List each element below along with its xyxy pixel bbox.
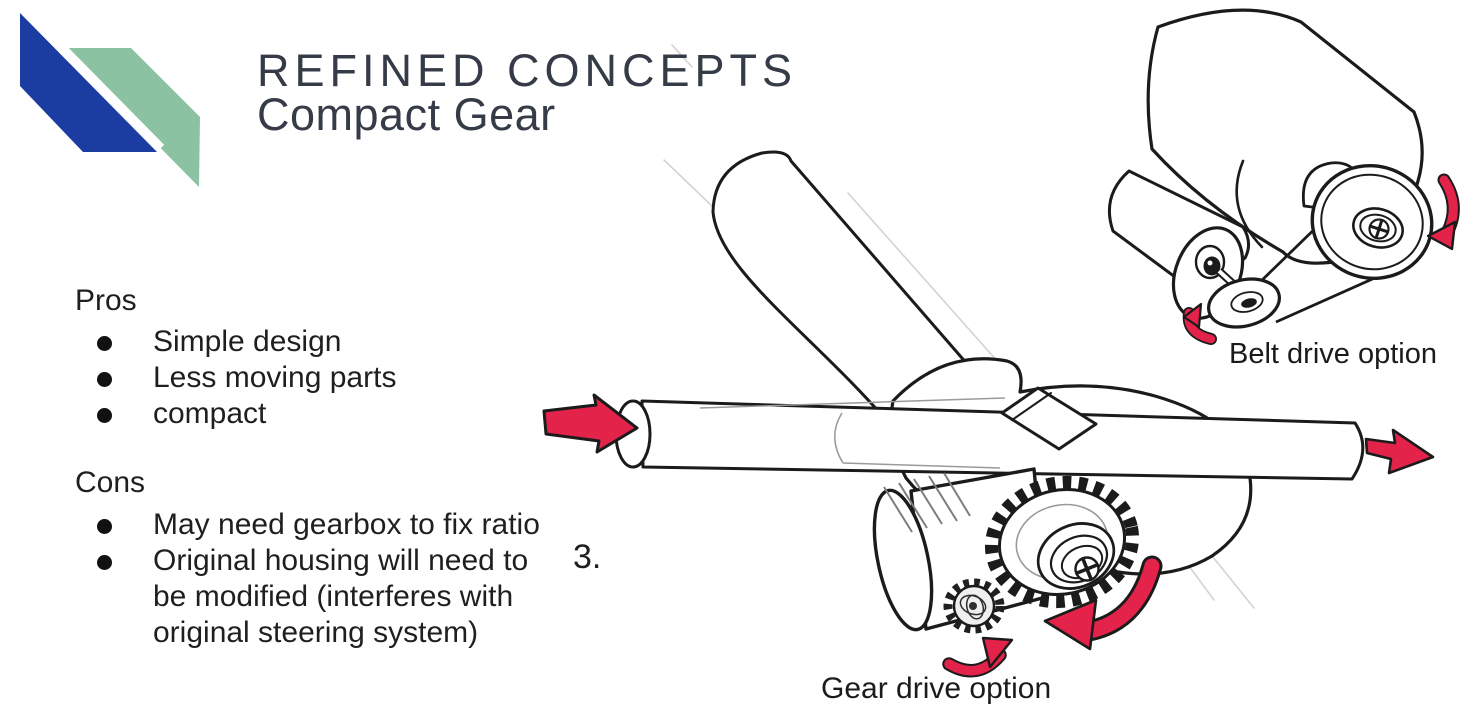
gear-drive-caption: Gear drive option — [821, 672, 1052, 705]
small-gear — [943, 578, 1005, 634]
rotation-arrow-icon — [1426, 173, 1460, 251]
drive-shaft — [640, 399, 1365, 481]
small-pulley — [1207, 277, 1281, 329]
roller-face-line — [1235, 159, 1264, 249]
slide-title: REFINED CONCEPTS Compact Gear — [257, 45, 798, 140]
key-block — [1000, 386, 1098, 451]
roller-end-cap — [872, 488, 934, 632]
bullet-icon — [97, 519, 112, 534]
rotation-arrow-icon — [1182, 302, 1217, 345]
belt-drive-sketch — [1107, 8, 1460, 345]
list-item: Simple design — [75, 324, 396, 360]
list-item: Original housing will need to be modifie… — [75, 543, 540, 651]
pros-heading: Pros — [75, 284, 137, 317]
bullet-icon — [97, 372, 112, 387]
pros-list: Simple design Less moving parts compact — [75, 324, 396, 432]
bullet-icon — [97, 555, 112, 570]
shaft-inner-lines — [699, 397, 1006, 469]
large-pulley — [1310, 164, 1434, 280]
rotation-arrow-icon — [942, 636, 1014, 678]
key-block-edge — [1011, 392, 1052, 421]
bullet-icon — [97, 408, 112, 423]
cons-heading: Cons — [75, 466, 146, 499]
logo-mark — [20, 5, 200, 187]
output-arrow-icon — [1364, 428, 1435, 475]
gear-drive-sketch — [542, 150, 1435, 678]
input-arrow-icon — [542, 393, 639, 454]
cons-list: May need gearbox to fix ratio Original h… — [75, 507, 540, 651]
large-gear — [984, 475, 1140, 609]
hatch-shading — [883, 472, 971, 533]
belt-drive-caption: Belt drive option — [1229, 338, 1437, 370]
title-line2: Compact Gear — [257, 89, 556, 140]
list-item: Less moving parts — [75, 360, 396, 396]
title-line1: REFINED CONCEPTS — [257, 45, 798, 96]
list-item: compact — [75, 396, 396, 432]
steering-tube — [711, 150, 990, 415]
bullet-icon — [97, 336, 112, 351]
rotation-arrow-icon — [1043, 555, 1163, 651]
figure-number: 3. — [573, 538, 602, 576]
list-item: May need gearbox to fix ratio — [75, 507, 540, 543]
